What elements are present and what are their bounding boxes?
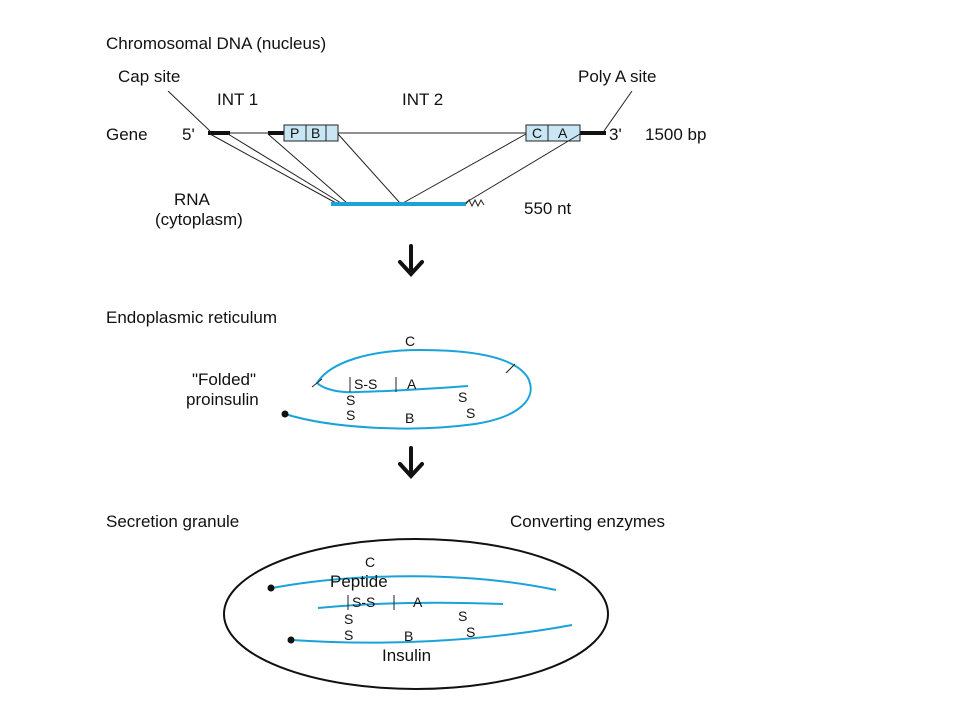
proinsulin-chain: [284, 348, 532, 430]
cap-site-label: Cap site: [118, 67, 180, 86]
secretion-granule-membrane: [223, 538, 609, 690]
down-arrow-icon: [398, 446, 424, 479]
proinsulin-n-terminus-dot: [281, 410, 289, 418]
exon-p-label: P: [290, 125, 299, 141]
c-peptide-dot: [267, 584, 275, 592]
folded-label-line1: "Folded": [192, 370, 256, 389]
poly-a-site-pointer: [603, 90, 633, 132]
rna-label-line2: (cytoplasm): [155, 210, 243, 229]
cap-site-pointer: [167, 90, 211, 132]
intron1-label: INT 1: [217, 90, 258, 109]
exon-a-label: A: [558, 125, 568, 141]
er-s-3: S: [458, 389, 467, 405]
er-section-title: Endoplasmic reticulum: [106, 308, 277, 327]
converting-enzymes-label: Converting enzymes: [510, 512, 665, 531]
rna-label-line1: RNA: [174, 190, 211, 209]
c-peptide-chain: [271, 575, 557, 591]
er-b-label: B: [405, 410, 414, 426]
b-chain-dot: [287, 636, 295, 644]
er-c-label: C: [405, 333, 415, 349]
granule-s-3: S: [458, 608, 467, 624]
exon-a-box: [547, 124, 581, 142]
gene-length-label: 1500 bp: [645, 125, 706, 144]
granule-ss-bond-label: S-S: [352, 594, 375, 610]
rna-length-label: 550 nt: [524, 199, 572, 218]
exon-b-label: B: [311, 125, 320, 141]
granule-section-title: Secretion granule: [106, 512, 239, 531]
five-prime-label: 5': [182, 125, 195, 144]
insulin-a-chain: [317, 601, 504, 609]
folded-label-line2: proinsulin: [186, 390, 259, 409]
er-s-1: S: [346, 392, 355, 408]
down-arrow-icon: [398, 244, 424, 277]
granule-b-label: B: [404, 628, 413, 644]
exon-end-box: [325, 124, 339, 142]
insulin-b-chain: [291, 624, 573, 644]
exon-c-label: C: [532, 125, 542, 141]
granule-s-1: S: [344, 611, 353, 627]
er-s-4: S: [466, 405, 475, 421]
intron2-label: INT 2: [402, 90, 443, 109]
er-ss-bond-label: S-S: [354, 376, 377, 392]
er-a-label: A: [407, 376, 417, 392]
gene-label: Gene: [106, 125, 148, 144]
poly-a-tail: [465, 198, 485, 208]
dna-section-title: Chromosomal DNA (nucleus): [106, 34, 326, 53]
granule-a-label: A: [413, 594, 423, 610]
three-prime-label: 3': [609, 125, 622, 144]
granule-s-4: S: [466, 624, 475, 640]
granule-s-2: S: [344, 627, 353, 643]
peptide-label: Peptide: [330, 572, 388, 591]
poly-a-site-label: Poly A site: [578, 67, 656, 86]
splicing-lines: [209, 133, 581, 204]
er-s-2: S: [346, 407, 355, 423]
insulin-label: Insulin: [382, 646, 431, 665]
er-cleavage-mark-left: [311, 378, 323, 388]
granule-c-label: C: [365, 554, 375, 570]
er-cleavage-mark-right: [505, 363, 516, 374]
